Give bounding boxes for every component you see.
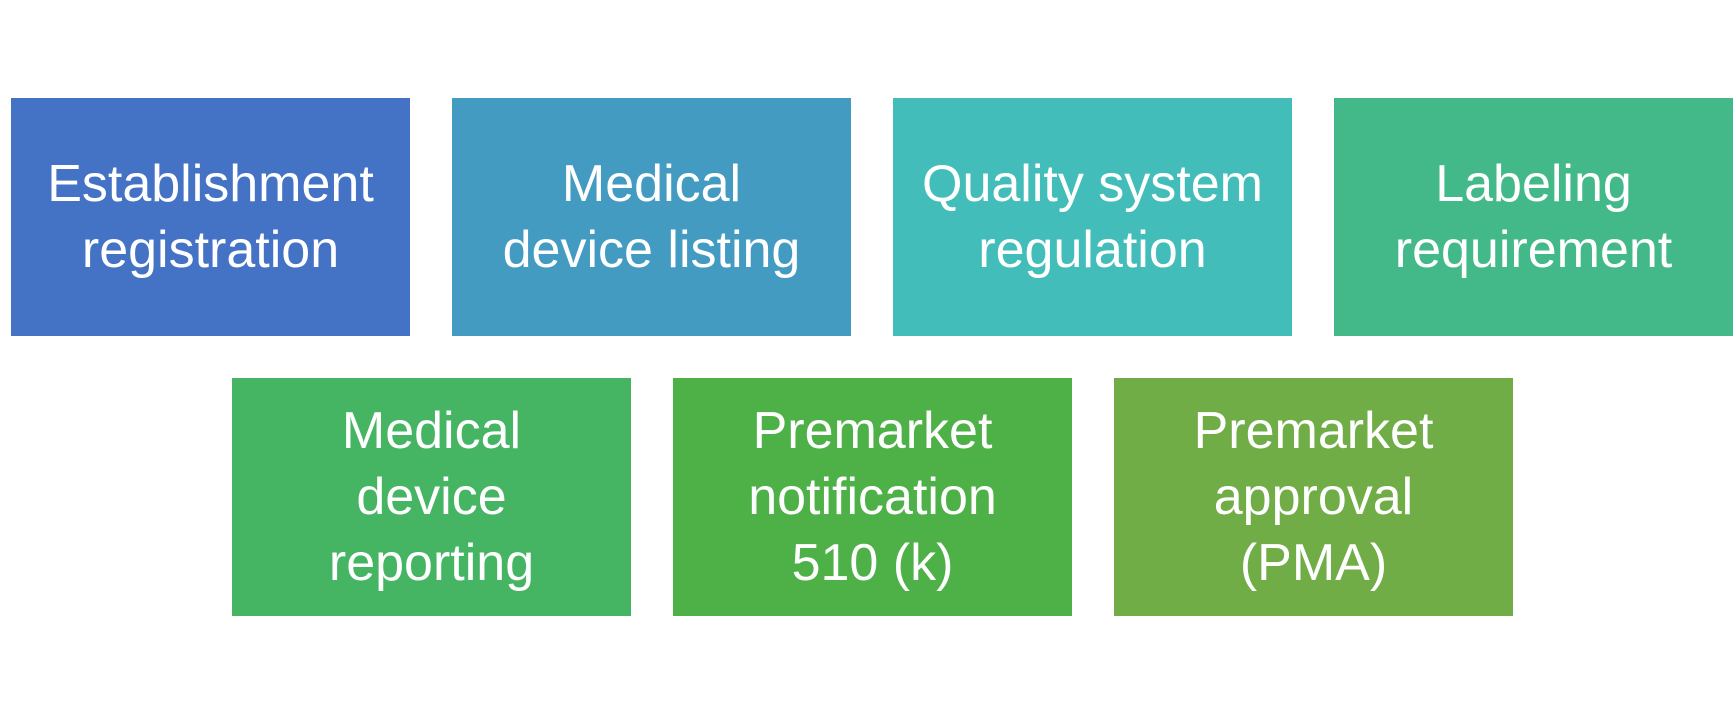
box-premarket-notification: Premarket notification 510 (k): [673, 378, 1072, 616]
box-medical-device-listing: Medical device listing: [452, 98, 851, 336]
box-label: Premarket approval (PMA): [1193, 402, 1434, 592]
box-premarket-approval: Premarket approval (PMA): [1114, 378, 1513, 616]
box-label: Medical device listing: [502, 155, 801, 279]
box-label: Quality system regulation: [922, 155, 1263, 279]
box-label: Labeling requirement: [1394, 155, 1673, 279]
box-label: Premarket notification 510 (k): [748, 402, 997, 592]
box-labeling-requirement: Labeling requirement: [1334, 98, 1733, 336]
box-quality-system-regulation: Quality system regulation: [893, 98, 1292, 336]
box-label: Medical device reporting: [328, 402, 535, 592]
box-medical-device-reporting: Medical device reporting: [232, 378, 631, 616]
box-establishment-registration: Establishment registration: [11, 98, 410, 336]
box-label: Establishment registration: [47, 155, 374, 279]
